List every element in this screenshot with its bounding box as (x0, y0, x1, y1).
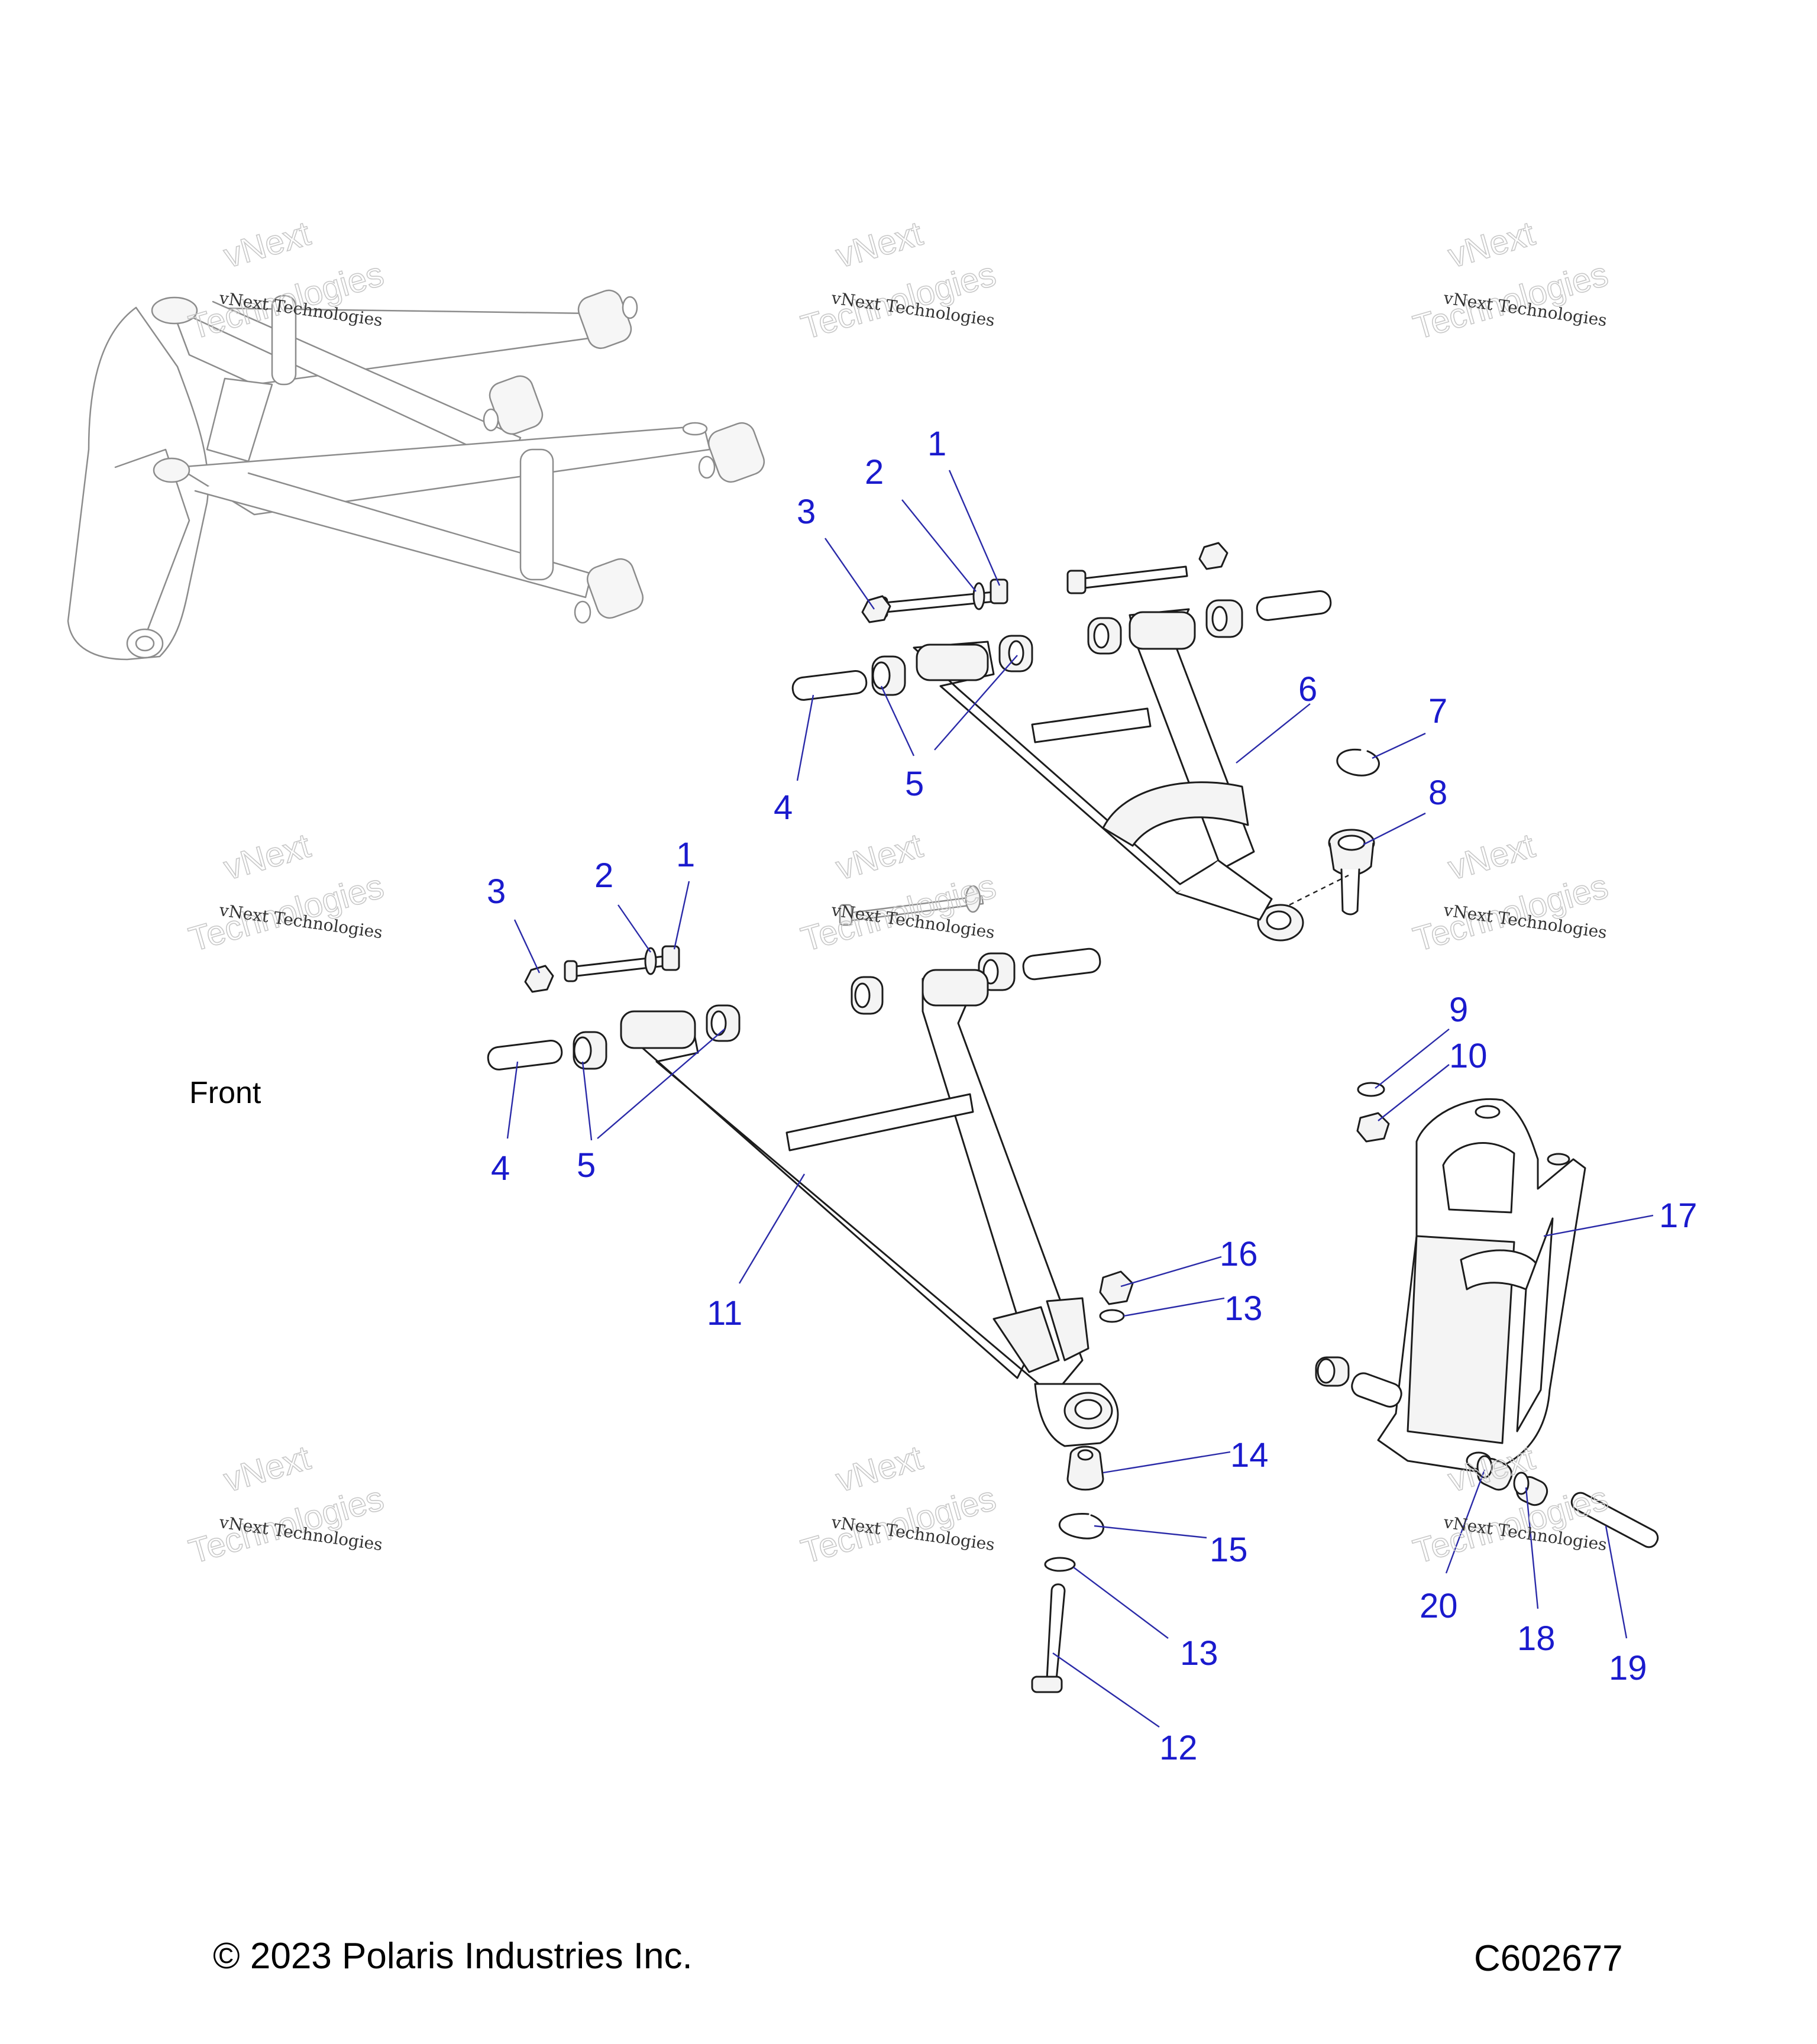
callout-upper-6: 6 (1298, 670, 1317, 709)
upper-front-sleeve (791, 670, 868, 701)
lower-front-sleeve (487, 1040, 563, 1070)
spindle-group (1315, 1082, 1659, 1548)
lower-washer-upper (1099, 1309, 1125, 1323)
callout-right-9: 9 (1449, 991, 1468, 1029)
callout-upper-5: 5 (905, 765, 924, 803)
svg-text:vNext: vNext (832, 826, 926, 887)
upper-nut (861, 595, 891, 623)
callout-lower-16: 16 (1220, 1235, 1258, 1273)
watermark-7: vNext Technologies vNext Technologies (185, 1438, 389, 1571)
front-label: Front (189, 1076, 261, 1110)
svg-text:vNext: vNext (219, 1438, 314, 1499)
svg-text:vNext: vNext (832, 214, 926, 275)
reference-assembly (67, 289, 765, 661)
svg-text:vNext: vNext (1444, 214, 1538, 275)
callout-lower-12: 12 (1159, 1729, 1198, 1767)
callout-right-18: 18 (1517, 1619, 1556, 1658)
callout-right-10: 10 (1449, 1037, 1488, 1075)
spindle-nut (1356, 1112, 1390, 1143)
lower-rear-bolt (570, 954, 677, 978)
callout-lower-4: 4 (491, 1149, 510, 1188)
lower-a-arm-group (487, 885, 1134, 1693)
leader-lines (506, 470, 1654, 1728)
callout-upper-3: 3 (797, 493, 816, 531)
svg-text:vNext: vNext (832, 1438, 926, 1499)
lower-ball-joint (1066, 1445, 1104, 1491)
pivot-pin (1570, 1492, 1659, 1548)
callout-lower-13b: 13 (1180, 1634, 1218, 1673)
lower-pinch-bolt (1031, 1583, 1066, 1693)
svg-text:vNext: vNext (219, 826, 314, 887)
lower-castle-nut (1099, 1270, 1134, 1305)
callout-lower-15: 15 (1210, 1531, 1248, 1569)
callout-upper-2: 2 (865, 453, 884, 491)
lower-circlip (1058, 1513, 1104, 1540)
watermark-3: vNext Technologies vNext Technologies (1409, 214, 1613, 347)
watermark-6: vNext Technologies vNext Technologies (1409, 826, 1613, 959)
callout-right-19: 19 (1609, 1649, 1647, 1687)
upper-circlip (1336, 748, 1380, 777)
upper-a-arm-group (791, 542, 1380, 942)
watermark-4: vNext Technologies vNext Technologies (185, 826, 389, 959)
callout-right-20: 20 (1420, 1587, 1458, 1625)
callout-lower-14: 14 (1230, 1436, 1269, 1474)
callout-lower-13a: 13 (1224, 1289, 1263, 1328)
svg-text:vNext: vNext (1444, 826, 1538, 887)
callout-upper-7: 7 (1428, 692, 1447, 730)
callout-upper-8: 8 (1428, 774, 1447, 812)
upper-washer (972, 582, 985, 610)
callout-lower-11: 11 (707, 1294, 742, 1333)
callout-upper-4: 4 (774, 788, 793, 827)
callout-lower-5: 5 (577, 1146, 596, 1185)
callout-upper-1: 1 (927, 425, 946, 463)
callout-lower-1: 1 (676, 836, 695, 874)
diagram-code: C602677 (1474, 1938, 1623, 1979)
callout-lower-2: 2 (594, 856, 613, 895)
svg-text:vNext: vNext (219, 214, 314, 275)
callout-lower-3: 3 (487, 872, 506, 911)
lower-washer-bottom (1044, 1557, 1076, 1572)
upper-ball-joint (1328, 829, 1375, 916)
watermark-5: vNext Technologies vNext Technologies (797, 826, 1001, 959)
callout-numbers: 1 2 3 4 5 6 7 8 1 2 3 4 5 11 16 13 14 15… (487, 425, 1698, 1767)
lower-nut (524, 965, 554, 993)
watermark-2: vNext Technologies vNext Technologies (797, 214, 1001, 347)
copyright-text: © 2023 Polaris Industries Inc. (213, 1936, 693, 1977)
callout-right-17: 17 (1659, 1196, 1698, 1235)
watermarks: vNext Technologies vNext Technologies vN… (185, 214, 1613, 1571)
watermark-8: vNext Technologies vNext Technologies (797, 1438, 1001, 1571)
